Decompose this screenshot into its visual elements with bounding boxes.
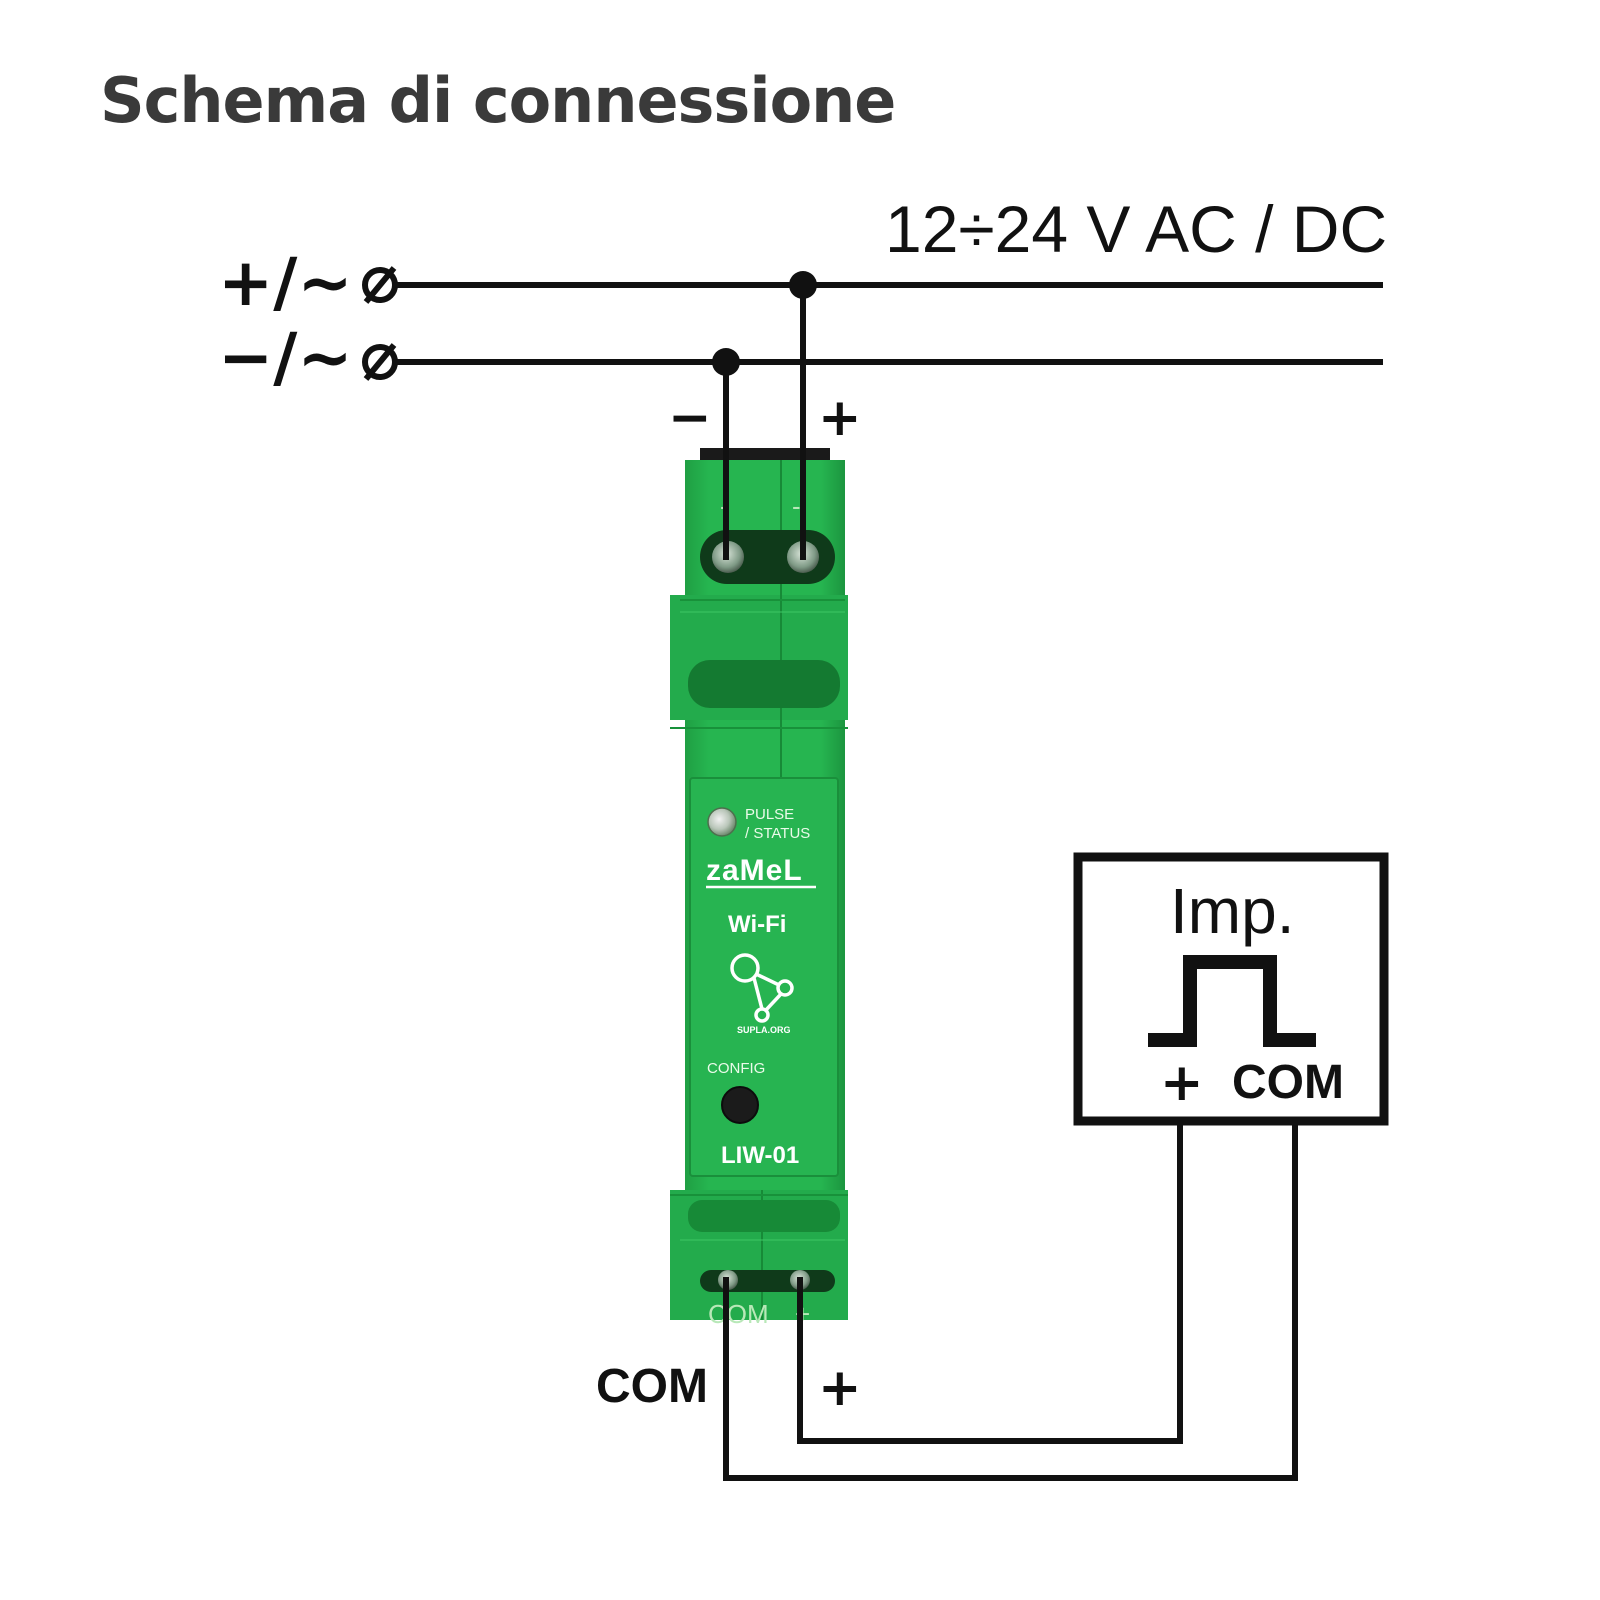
config-button[interactable] xyxy=(721,1086,759,1124)
impulse-source-box: Imp. + COM xyxy=(1073,852,1389,1126)
impulse-com-label: COM xyxy=(1232,1056,1344,1109)
negative-line-label: −/~ xyxy=(218,319,353,396)
output-plus-wire xyxy=(797,1119,1183,1444)
liw-01-device: - - PULSE / STATUS zaMeL Wi-Fi SUP xyxy=(670,448,848,1329)
page-title: Schema di connessione xyxy=(100,64,895,137)
impulse-plus-label: + xyxy=(1160,1053,1204,1113)
device-terminal-com: COM xyxy=(708,1299,769,1329)
output-plus-label: + xyxy=(818,1358,862,1418)
input-plus-label: + xyxy=(818,388,862,448)
svg-text:-: - xyxy=(792,491,801,521)
supla-label: SUPLA.ORG xyxy=(737,1025,791,1035)
pulse-waveform-icon xyxy=(1148,955,1316,1047)
positive-line-label: +/~ xyxy=(218,244,353,321)
status-led-icon xyxy=(707,807,737,837)
output-com-wire xyxy=(723,1119,1298,1481)
wifi-label: Wi-Fi xyxy=(728,911,786,938)
output-com-label: COM xyxy=(596,1360,708,1413)
supla-logo-icon xyxy=(730,953,794,1023)
brand-logo: zaMeL xyxy=(706,854,803,887)
led-label-line1: PULSE xyxy=(745,806,794,823)
negative-terminal-icon xyxy=(362,343,398,381)
config-label: CONFIG xyxy=(707,1060,765,1077)
input-minus-label: − xyxy=(668,388,712,448)
led-label-line2: / STATUS xyxy=(745,825,810,842)
voltage-label: 12÷24 V AC / DC xyxy=(885,192,1387,266)
impulse-title: Imp. xyxy=(1170,875,1294,947)
model-label: LIW-01 xyxy=(721,1142,799,1169)
positive-terminal-icon xyxy=(362,266,398,304)
